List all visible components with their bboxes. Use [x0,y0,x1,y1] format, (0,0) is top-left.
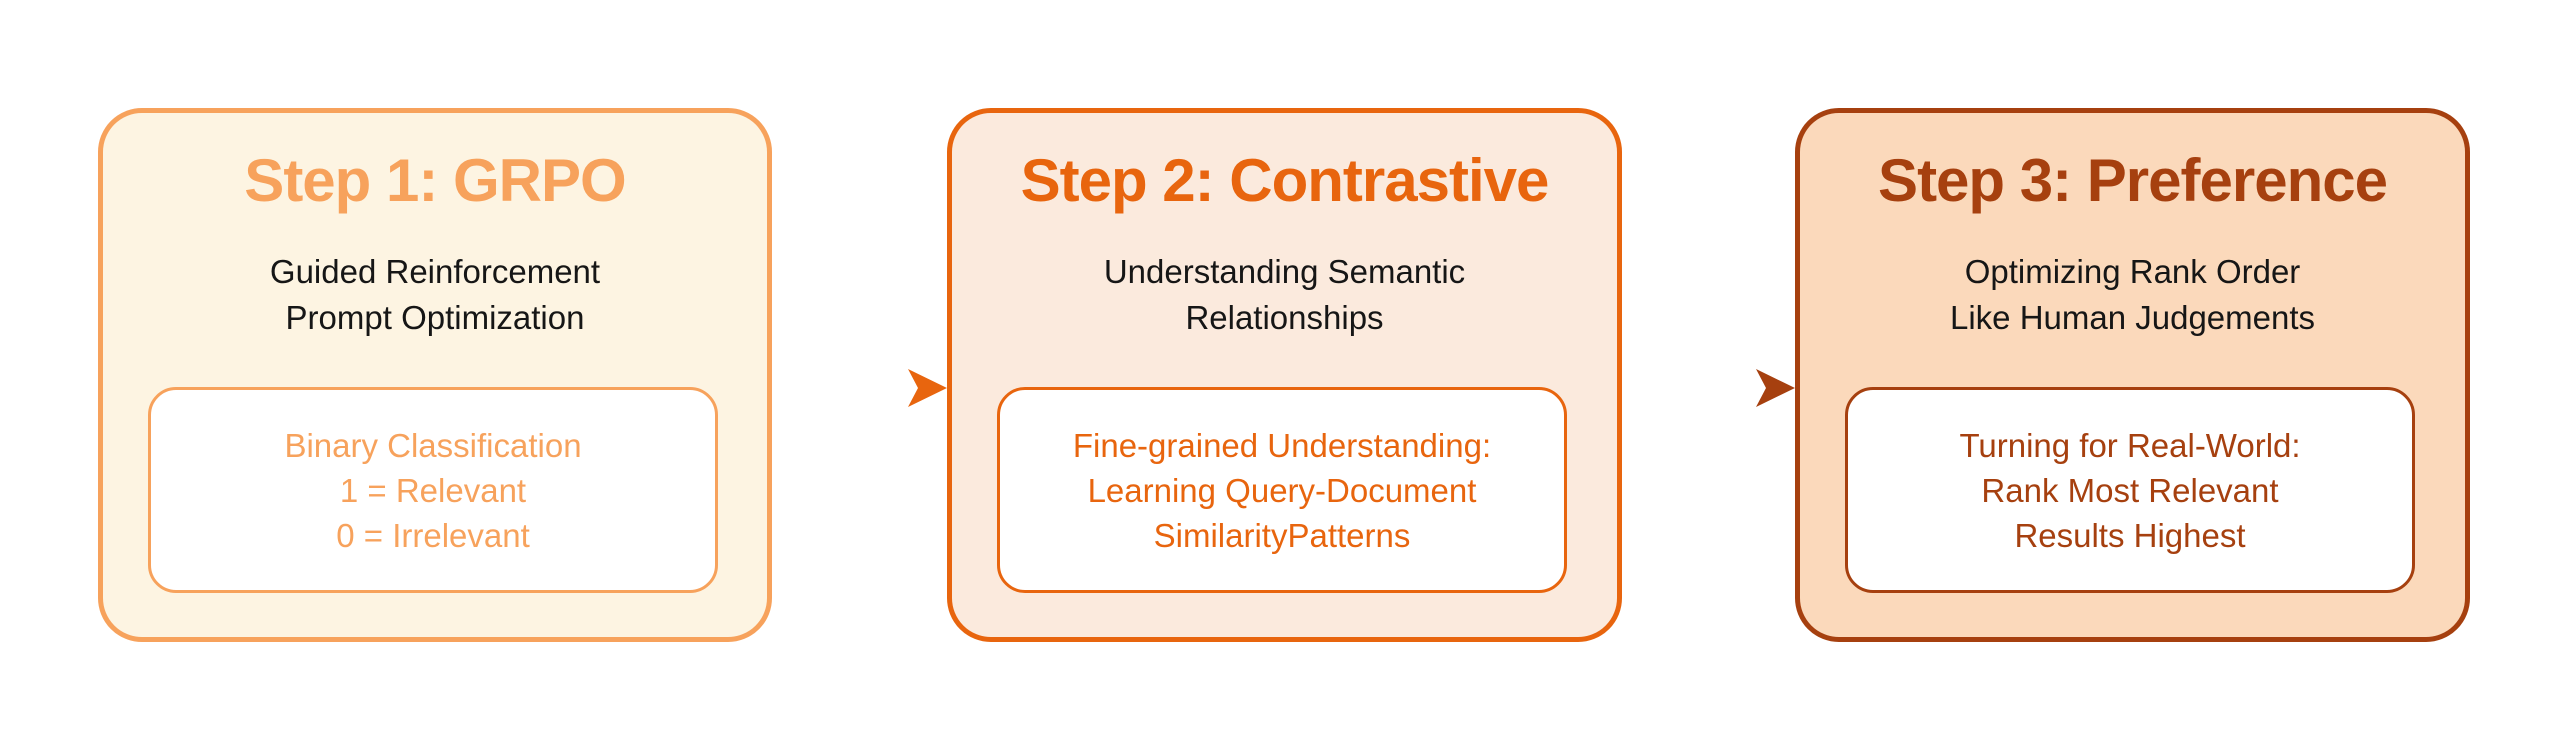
step-title: Step 1: GRPO [244,147,626,214]
detail-line: Fine-grained Understanding: [1072,426,1492,464]
detail-line: SimilarityPatterns [1153,516,1411,554]
subtitle-line: Like Human Judgements [1949,299,2316,336]
detail-line: Learning Query-Document [1087,471,1477,509]
step-title: Step 2: Contrastive [1020,147,1550,214]
detail-line: Results Highest [2014,516,2246,554]
step-card-preference: Step 3: Preference Optimizing Rank Order… [1795,108,2470,642]
arrow-step1-to-step2-icon [772,369,947,407]
subtitle-line: Prompt Optimization [285,299,585,336]
subtitle-line: Understanding Semantic [1103,253,1466,290]
arrow-step2-to-step3-icon [1622,369,1795,407]
detail-line: Rank Most Relevant [1981,471,2279,509]
subtitle-line: Guided Reinforcement [269,253,601,290]
step-detail-box: Binary Classification 1 = Relevant 0 = I… [148,387,718,593]
step-subtitle: Guided Reinforcement Prompt Optimization [103,249,767,341]
detail-line: Binary Classification [284,426,582,464]
detail-line: 1 = Relevant [339,471,527,509]
detail-line: 0 = Irrelevant [336,516,530,554]
step-subtitle: Optimizing Rank Order Like Human Judgeme… [1800,249,2465,341]
step-card-grpo: Step 1: GRPO Guided Reinforcement Prompt… [98,108,772,642]
step-card-contrastive: Step 2: Contrastive Understanding Semant… [947,108,1622,642]
subtitle-line: Relationships [1185,299,1384,336]
step-detail-box: Fine-grained Understanding: Learning Que… [997,387,1567,593]
step-title: Step 3: Preference [1878,147,2388,214]
step-subtitle: Understanding Semantic Relationships [952,249,1617,341]
step-detail-box: Turning for Real-World: Rank Most Releva… [1845,387,2415,593]
subtitle-line: Optimizing Rank Order [1964,253,2301,290]
detail-line: Turning for Real-World: [1959,426,2301,464]
